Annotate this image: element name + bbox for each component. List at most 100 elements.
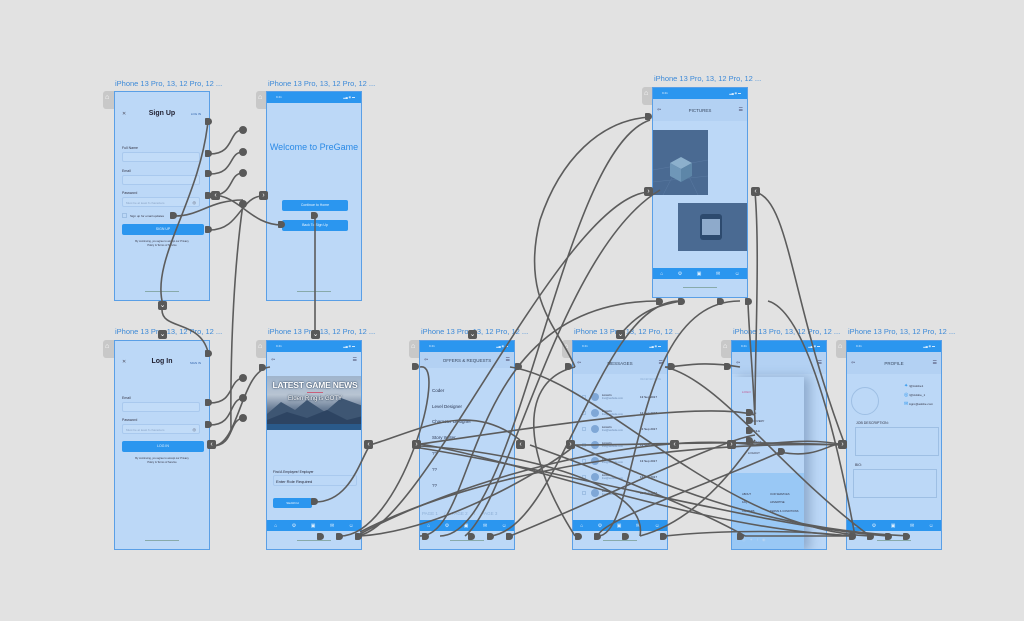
back-to-signup-button[interactable]: Back To Sign Up [282,220,348,231]
link-endpoint[interactable] [239,148,247,156]
pinterest-icon[interactable]: ◉ [761,537,770,542]
link-hotspot[interactable] [278,221,285,228]
list-item[interactable]: Character Designer [432,419,472,424]
row-checkbox[interactable] [582,427,586,431]
back-transition-icon[interactable]: ‹ [211,191,220,200]
back-icon[interactable]: ⇦ [736,360,741,366]
link-hotspot[interactable] [746,437,753,444]
close-icon[interactable]: ✕ [122,359,127,365]
full-name-field[interactable] [122,152,200,162]
link-hotspot[interactable] [660,533,667,540]
home-marker-welcome[interactable]: ⌂ [256,91,267,109]
footer-link[interactable]: OUR SERVICES [770,493,790,496]
role-input[interactable]: Enter Role Required [273,475,357,486]
link-hotspot[interactable] [205,118,212,125]
link-hotspot[interactable] [849,533,856,540]
cube-picture[interactable] [653,130,709,196]
row-checkbox[interactable] [582,475,586,479]
forward-transition-icon[interactable]: › [259,191,268,200]
link-hotspot[interactable] [205,192,212,199]
list-item[interactable]: Level Designer [432,404,463,409]
tab-settings-icon[interactable]: ⚙ [597,522,603,529]
tab-messages-icon[interactable]: ✉ [909,522,915,529]
tab-profile-icon[interactable]: ☺ [654,522,660,529]
password-field[interactable]: Must be at least 6 characters ◎ [122,197,200,207]
link-hotspot[interactable] [622,533,629,540]
link-hotspot[interactable] [515,363,522,370]
password-field[interactable]: Must be at least 6 characters ◎ [122,424,200,434]
home-marker-signup[interactable]: ⌂ [103,91,114,109]
list-item[interactable]: ?? [432,451,438,456]
link-hotspot[interactable] [885,533,892,540]
email-updates-checkbox[interactable] [122,213,127,218]
link-hotspot[interactable] [745,298,752,305]
twitter-handle-row[interactable]: ✦ /@Adobe1 [904,383,923,389]
footer-link[interactable]: FAQ [742,501,748,504]
email-field[interactable] [122,402,200,412]
tab-gallery-icon[interactable]: ▣ [463,522,469,529]
footer-link[interactable]: TERMS & CONDITIONS [770,510,799,513]
tab-settings-icon[interactable]: ⚙ [677,270,683,277]
link-endpoint[interactable] [239,414,247,422]
link-endpoint[interactable] [239,126,247,134]
row-checkbox[interactable] [582,395,586,399]
down-transition-icon[interactable]: ⌄ [616,330,625,339]
down-transition-icon[interactable]: ⌄ [158,330,167,339]
tab-gallery-icon[interactable]: ▣ [890,522,896,529]
news-banner[interactable]: LATEST GAME NEWS Elden Ring is GOTY [267,376,361,430]
home-marker-pictures[interactable]: ⌂ [642,87,653,105]
tab-settings-icon[interactable]: ⚙ [291,522,297,529]
email-row[interactable]: ✉ Agro@adobe.com [904,401,933,407]
menu-icon[interactable]: ☰ [352,357,357,363]
down-transition-icon[interactable]: ⌄ [158,301,167,310]
link-endpoint[interactable] [239,169,247,177]
tab-profile-icon[interactable]: ☺ [348,522,354,529]
footer-link[interactable]: ABOUT [742,493,751,496]
back-transition-icon[interactable]: ‹ [364,440,373,449]
tab-gallery-icon[interactable]: ▣ [310,522,316,529]
link-hotspot[interactable] [311,212,318,219]
forward-transition-icon[interactable]: › [838,440,847,449]
back-transition-icon[interactable]: ‹ [751,187,760,196]
job-description-field[interactable] [855,427,939,456]
tab-home-icon[interactable]: ⌂ [580,522,584,529]
page-3-link[interactable]: PAGE 3 [481,511,498,516]
link-hotspot[interactable] [355,533,362,540]
back-icon[interactable]: ⇦ [657,107,662,113]
down-transition-icon[interactable]: ⌄ [468,330,477,339]
menu-icon[interactable]: ☰ [658,360,663,366]
link-hotspot[interactable] [205,150,212,157]
continue-home-button[interactable]: Continue to Home [282,200,348,211]
tab-home-icon[interactable]: ⌂ [427,522,431,529]
list-item[interactable]: Coder [432,388,445,393]
link-hotspot[interactable] [594,533,601,540]
tab-gallery-icon[interactable]: ▣ [696,270,702,277]
link-hotspot[interactable] [724,363,731,370]
link-hotspot[interactable] [205,226,212,233]
email-field[interactable] [122,175,200,185]
footer-link[interactable]: ADVERTISE [770,501,785,504]
box-picture[interactable] [678,203,747,251]
forward-transition-icon[interactable]: › [727,440,736,449]
tab-profile-icon[interactable]: ☺ [928,522,934,529]
list-item[interactable]: Story Writer [432,435,456,440]
link-hotspot[interactable] [205,170,212,177]
login-button[interactable]: LOG IN [122,441,204,452]
menu-icon[interactable]: ☰ [817,360,822,366]
instagram-icon[interactable]: ◎ [742,537,750,542]
tab-home-icon[interactable]: ⌂ [274,522,278,529]
list-item[interactable]: ?? [432,467,438,472]
eye-icon[interactable]: ◎ [192,427,197,432]
search-button[interactable]: SEARCH [273,498,312,508]
tab-home-icon[interactable]: ⌂ [854,522,858,529]
back-transition-icon[interactable]: ‹ [516,440,525,449]
login-link[interactable]: LOG IN [190,112,201,116]
link-hotspot[interactable] [311,498,318,505]
forward-transition-icon[interactable]: › [644,187,653,196]
twitter-icon[interactable]: ✦ [749,537,757,542]
link-hotspot[interactable] [778,448,785,455]
footer-link[interactable]: CAREERS [742,510,755,513]
